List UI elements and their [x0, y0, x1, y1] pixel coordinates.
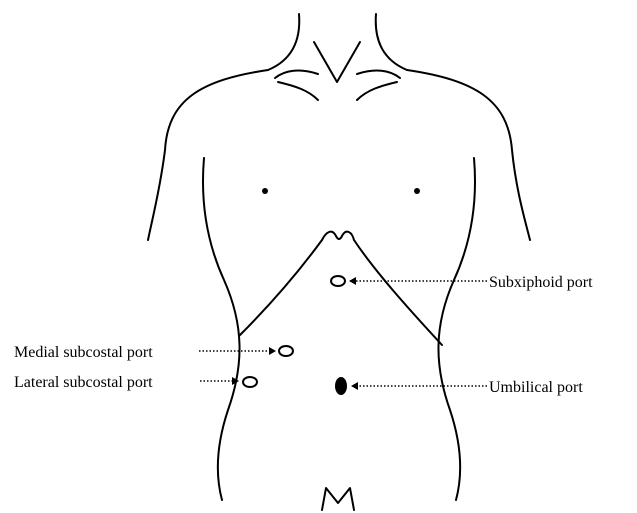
costal-margin — [240, 232, 442, 345]
subxiphoid-port-marker — [331, 276, 345, 286]
torso-right-side — [438, 158, 475, 500]
torso-left-side — [203, 158, 240, 500]
clavicle-left-lower — [278, 82, 318, 100]
shoulder-left — [148, 70, 268, 240]
neck-right — [376, 14, 407, 70]
medial-subcostal-port-label: Medial subcostal port — [14, 344, 153, 361]
lateral-subcostal-port-marker — [243, 377, 257, 387]
neck-left — [268, 14, 299, 70]
lateral-subcostal-port-label: Lateral subcostal port — [14, 374, 153, 391]
torso-outline — [148, 14, 530, 510]
left-nipple-dot — [262, 188, 268, 194]
medial-subcostal-port-marker — [279, 346, 293, 356]
umbilical-port-marker — [335, 377, 347, 395]
shoulder-right — [407, 70, 530, 240]
clavicle-right-upper — [357, 71, 400, 78]
right-nipple-dot — [414, 188, 420, 194]
umbilical-port-label: Umbilical port — [489, 379, 583, 396]
clavicle-right-lower — [357, 82, 397, 100]
groin — [322, 488, 354, 510]
sternal-notch — [314, 42, 360, 82]
clavicle-left-upper — [275, 71, 318, 78]
subxiphoid-port-label: Subxiphoid port — [489, 274, 593, 291]
